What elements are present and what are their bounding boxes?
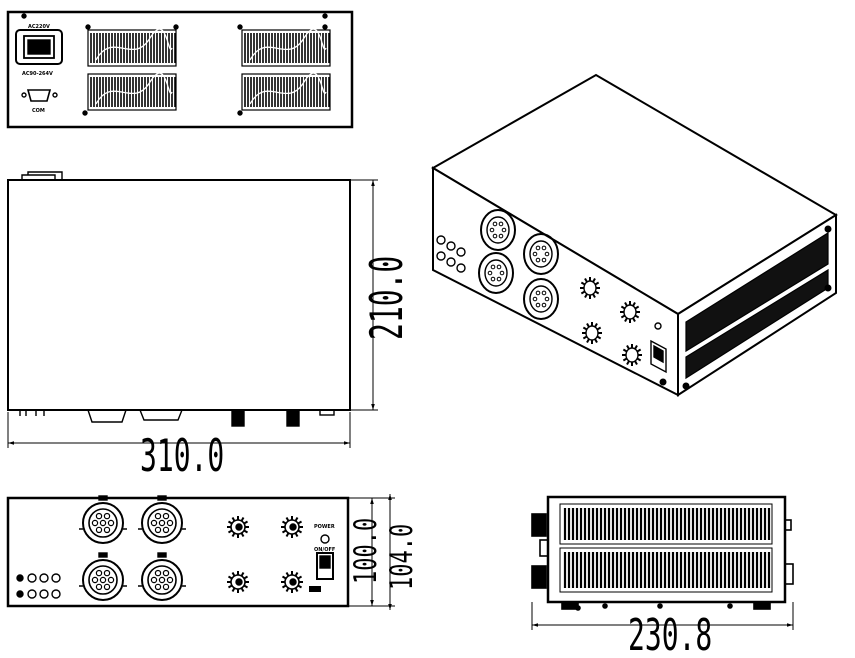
side-view [531,495,794,611]
depth-dimension [350,179,378,411]
iso-knob-icon [582,322,602,344]
connector-icon [79,552,127,601]
isometric-view [431,73,838,397]
fan-grille-icon [241,72,331,111]
iso-knob-icon [580,277,600,299]
power-socket-icon [15,29,63,65]
rear-panel-view: AC220V AC90-264V COM [6,10,354,129]
iso-connector-icon [523,278,559,320]
depth-label: 210.0 [360,256,413,340]
port-label: COM [32,108,45,114]
iso-connector-icon [478,252,514,294]
connector-icon [138,495,186,544]
side-width-label: 230.8 [628,610,712,658]
fan-grille-icon [241,28,331,67]
height-inner-label: 100.0 [348,518,384,584]
iso-switch-icon [650,322,667,374]
iso-knob-icon [620,301,640,323]
screw-icon [82,110,88,116]
knob-icon [227,516,249,538]
iso-knob-icon [622,344,642,366]
top-view [7,171,351,427]
fan-grille-icon [87,72,177,111]
screw-icon [21,13,27,19]
status-label: ON/OFF [314,547,335,553]
screw-icon [237,110,243,116]
power-switch-icon [316,534,334,580]
serial-port-icon [21,89,58,102]
terminal-block-icon [16,573,61,599]
width-label: 310.0 [140,429,224,482]
knob-icon [227,571,249,593]
height-dimensions [348,494,395,610]
front-panel-view: POWER ON/OFF [6,495,350,608]
power-label: POWER [314,524,335,530]
iso-connector-icon [523,233,559,275]
iso-terminal-icon [436,235,466,273]
side-width-dimension [531,602,794,630]
connector-icon [138,552,186,601]
knob-icon [281,571,303,593]
iso-connector-icon [480,209,516,251]
ac-input-label: AC220V [28,24,50,30]
knob-icon [281,516,303,538]
ac-range-label: AC90-264V [22,71,53,77]
connector-icon [79,495,127,544]
height-outer-label: 104.0 [384,524,420,590]
width-dimension [7,412,351,448]
fan-grille-icon [87,28,177,67]
screw-icon [322,13,328,19]
